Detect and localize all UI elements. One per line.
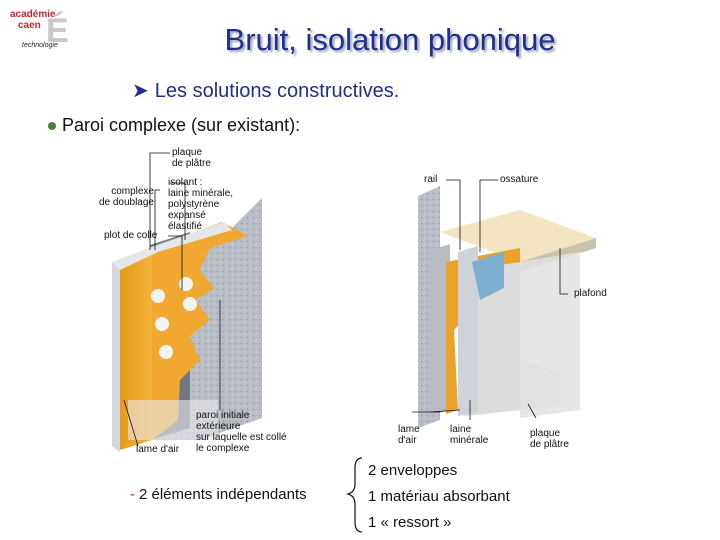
independent-lining-illustration xyxy=(412,179,596,428)
label-plafond: plafond xyxy=(574,288,607,299)
label-complexe: complexe de doublage xyxy=(98,186,154,208)
conclusion-item: 1 « ressort » xyxy=(368,514,452,531)
rail-profile xyxy=(430,244,450,416)
label-ossature: ossature xyxy=(500,174,539,185)
label-plaque-left: plaque de plâtre xyxy=(172,147,211,169)
label-paroi: paroi initiale extérieure sur laquelle e… xyxy=(196,410,287,454)
label-lame-right: lame d'air xyxy=(398,424,420,446)
glue-pad xyxy=(183,297,197,311)
glue-pad xyxy=(179,277,193,291)
insulation-cut xyxy=(152,222,248,440)
conclusion-item: 2 enveloppes xyxy=(368,462,458,479)
subtitle-text: Les solutions constructives. xyxy=(154,80,400,102)
logo-line3: technologie xyxy=(22,42,58,49)
ground-shadow xyxy=(128,400,218,440)
logo-letter: É xyxy=(46,12,69,50)
bullet-text: Paroi complexe (sur existant): xyxy=(62,115,301,135)
ceiling-face xyxy=(520,252,580,418)
ceiling-top xyxy=(440,210,596,262)
lining-illustration xyxy=(112,152,262,452)
label-lame-left: lame d'air xyxy=(136,444,180,455)
bullet-item: Paroi complexe (sur existant): xyxy=(48,115,300,136)
conclusion-text: 2 éléments indépendants xyxy=(139,486,307,503)
glue-pad xyxy=(159,345,173,359)
plaster-board xyxy=(112,262,120,452)
plaster-top xyxy=(112,222,232,270)
conclusion-line: -2 éléments indépendants xyxy=(130,486,307,503)
slide-subtitle: ➤Les solutions constructives. xyxy=(132,78,399,103)
insulation-layer xyxy=(120,248,152,450)
dash-bullet: - xyxy=(130,486,135,503)
bullet-dot-icon xyxy=(48,122,56,131)
label-isolant: isolant : laine minérale, polystyrène ex… xyxy=(168,177,234,232)
stud xyxy=(458,246,478,416)
academy-logo: académie caen É technologie xyxy=(8,8,78,54)
conclusion-list: 2 enveloppes 1 matériau absorbant 1 « re… xyxy=(368,458,510,536)
label-laine: laine minérale xyxy=(450,424,489,446)
logo-line2: caen xyxy=(18,20,41,31)
conclusion-item: 1 matériau absorbant xyxy=(368,488,510,505)
glue-pad xyxy=(155,317,169,331)
logo-line1: académie xyxy=(10,9,56,20)
arrow-bullet-icon: ➤ xyxy=(132,80,149,102)
label-rail: rail xyxy=(424,174,438,185)
slide-title: Bruit, isolation phonique xyxy=(224,22,556,57)
hanger-bracket xyxy=(472,252,504,300)
glue-pad xyxy=(151,289,165,303)
label-plot: plot de colle xyxy=(104,230,158,241)
label-plaque-right: plaque de plâtre xyxy=(530,428,569,450)
brace-icon xyxy=(345,457,363,533)
